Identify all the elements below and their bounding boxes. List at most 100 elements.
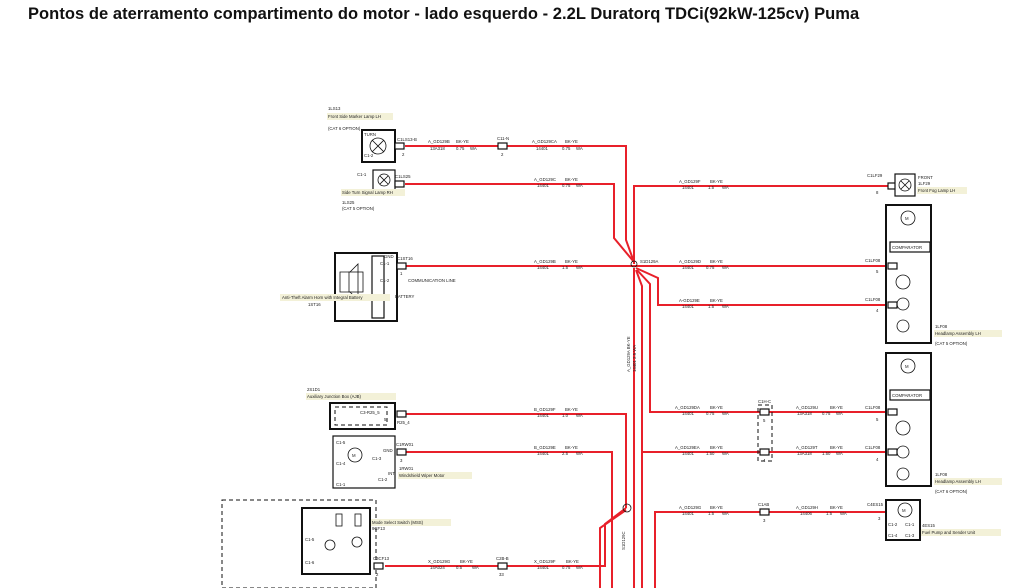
lamp-icon (377, 173, 391, 187)
svg-text:2: 2 (501, 152, 504, 157)
svg-text:1.50: 1.50 (706, 451, 715, 456)
svg-text:X_GD129F: X_GD129F (534, 559, 556, 564)
wire-mss (385, 507, 627, 567)
svg-text:C1-4: C1-4 (888, 533, 898, 538)
svg-text:2: 2 (376, 572, 379, 577)
svg-text:1.5: 1.5 (708, 304, 715, 309)
splice-point-1 (630, 260, 638, 268)
svg-text:1LS13: 1LS13 (328, 106, 341, 111)
svg-text:Headlamp Assembly LH: Headlamp Assembly LH (935, 479, 981, 484)
svg-text:C1-1: C1-1 (905, 522, 915, 527)
svg-text:A_GD129D: A_GD129D (679, 259, 701, 264)
svg-text:C3-R25_5: C3-R25_5 (360, 410, 380, 415)
svg-text:C1-4: C1-4 (336, 461, 346, 466)
svg-text:BK-YE: BK-YE (710, 259, 723, 264)
svg-text:WA: WA (576, 183, 583, 188)
svg-text:1: 1 (400, 271, 403, 276)
svg-text:4ES15: 4ES15 (922, 523, 936, 528)
svg-text:(CAT 6 OPTION): (CAT 6 OPTION) (328, 126, 361, 131)
svg-text:1.0: 1.0 (562, 413, 569, 418)
component-alarm-horn: GND C1-1 C1-2 C1-3 C1ST16 1 COMMUNICATIO… (280, 252, 456, 322)
svg-text:WA: WA (576, 413, 583, 418)
page-title: Pontos de aterramento compartimento do m… (28, 5, 860, 23)
motor-icon (897, 502, 913, 518)
motor-icon (347, 447, 363, 463)
lamp-icon (369, 137, 387, 155)
svg-text:WA: WA (722, 185, 729, 190)
svg-text:BK-YE: BK-YE (830, 405, 843, 410)
wire-label-trunk: A_GD129A BK-YE (626, 336, 631, 372)
svg-text:C1LF29: C1LF29 (867, 173, 883, 178)
svg-text:0.75: 0.75 (706, 265, 715, 270)
connector-ajb (396, 410, 407, 418)
svg-text:WA: WA (722, 304, 729, 309)
svg-text:14401: 14401 (682, 304, 695, 309)
svg-text:14401: 14401 (537, 413, 550, 418)
svg-text:8: 8 (876, 190, 879, 195)
svg-text:1.5: 1.5 (708, 185, 715, 190)
svg-text:GND: GND (383, 448, 393, 453)
inline-connector-c11n: C11-N 2 (497, 136, 509, 157)
svg-text:4: 4 (876, 457, 879, 462)
splice-point-2 (622, 503, 632, 513)
svg-text:FRONT: FRONT (918, 175, 933, 180)
svg-text:C1-2: C1-2 (378, 477, 388, 482)
wire-trunk-3 (636, 269, 888, 413)
svg-text:A_GD129H: A_GD129H (796, 505, 818, 510)
inline-connector-c2b: C2B-B 33 (496, 556, 509, 577)
svg-text:3: 3 (878, 516, 881, 521)
svg-text:C1-2: C1-2 (364, 153, 374, 158)
svg-text:14401: 14401 (536, 146, 549, 151)
svg-text:0.75: 0.75 (562, 565, 571, 570)
svg-text:(CAT 5 OPTION): (CAT 5 OPTION) (342, 206, 375, 211)
svg-text:C1LF08: C1LF08 (865, 445, 881, 450)
svg-text:C1-2: C1-2 (888, 522, 898, 527)
svg-text:A_GD129CA: A_GD129CA (532, 139, 557, 144)
wire-fuel-pump (654, 511, 888, 588)
svg-text:BK-YE: BK-YE (710, 298, 723, 303)
svg-text:C1RW01: C1RW01 (396, 442, 414, 447)
svg-text:WA: WA (840, 511, 847, 516)
svg-text:BK-YE: BK-YE (460, 559, 473, 564)
svg-text:13A318: 13A318 (430, 146, 445, 151)
svg-text:C1-1: C1-1 (336, 482, 346, 487)
svg-text:2S1D1: 2S1D1 (307, 387, 321, 392)
svg-text:1.5: 1.5 (826, 511, 833, 516)
svg-text:BK-YE: BK-YE (456, 139, 469, 144)
svg-text:0.5: 0.5 (456, 565, 463, 570)
connector-c1ls13 (394, 142, 405, 150)
svg-text:C1-5: C1-5 (305, 537, 315, 542)
component-aux-junction-box: 2S1D1 Auxiliary Junction Box (AJB) C3-R2… (306, 387, 410, 430)
svg-text:WA: WA (836, 451, 843, 456)
svg-text:C1LF08: C1LF08 (865, 297, 881, 302)
wire-side-turn (405, 183, 635, 263)
svg-text:COMMUNICATION LINE: COMMUNICATION LINE (408, 278, 456, 283)
svg-text:BATTERY: BATTERY (395, 294, 415, 299)
svg-text:A_GD129U: A_GD129U (796, 405, 818, 410)
svg-text:C1LF08: C1LF08 (865, 258, 881, 263)
svg-text:(CAT 6 OPTION): (CAT 6 OPTION) (935, 489, 968, 494)
wire-side-marker (405, 145, 635, 263)
svg-text:14401: 14401 (537, 451, 550, 456)
svg-text:COMPARATOR: COMPARATOR (892, 393, 922, 398)
svg-text:Mode Select Switch (MSS): Mode Select Switch (MSS) (372, 520, 424, 525)
svg-text:WA: WA (722, 511, 729, 516)
svg-text:A_GD129B: A_GD129B (428, 139, 450, 144)
svg-text:1.5: 1.5 (708, 511, 715, 516)
svg-text:WA: WA (576, 146, 583, 151)
svg-text:WA: WA (836, 411, 843, 416)
svg-text:14401: 14401 (537, 565, 550, 570)
svg-text:1ST16: 1ST16 (308, 302, 321, 307)
svg-text:R25_4: R25_4 (397, 420, 410, 425)
svg-text:Windshield Wiper Motor: Windshield Wiper Motor (399, 473, 445, 478)
component-wiper-motor: M C1-5 C1-4 C1-3 C1-2 C1-1 GND INT C1RW0… (332, 435, 472, 489)
